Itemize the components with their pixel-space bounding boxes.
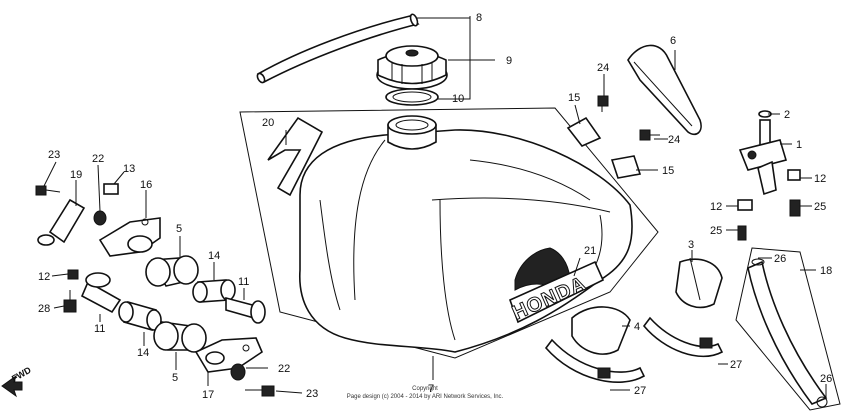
callout-20: 20 xyxy=(262,117,274,129)
callout-4: 4 xyxy=(634,321,640,333)
callout-7: 7 xyxy=(428,383,434,395)
callout-11-lower: 11 xyxy=(94,323,105,335)
callout-13: 13 xyxy=(123,163,135,175)
callout-labels: 8 9 10 6 24 15 2 1 24 15 12 12 25 25 20 … xyxy=(38,12,832,401)
callout-25-right: 25 xyxy=(814,201,826,213)
callout-12-valve-left: 12 xyxy=(710,201,722,213)
callout-5-lower: 5 xyxy=(172,372,178,384)
callout-16: 16 xyxy=(140,179,152,191)
callout-8: 8 xyxy=(476,12,482,24)
copyright-footer: Copyright Page design (c) 2004 - 2014 by… xyxy=(347,386,504,400)
callout-26-upper: 26 xyxy=(774,253,786,265)
callout-23-lower: 23 xyxy=(306,388,318,400)
fuel-cap xyxy=(376,45,448,90)
callout-6: 6 xyxy=(670,35,676,47)
callout-22-lower: 22 xyxy=(278,363,290,375)
tank-strap xyxy=(566,44,702,179)
callout-10: 10 xyxy=(452,93,464,105)
callout-12-valve-right: 12 xyxy=(814,173,826,185)
lower-bracket xyxy=(194,337,275,397)
callout-1: 1 xyxy=(796,139,802,151)
callout-15-upper: 15 xyxy=(568,92,580,104)
callout-24-upper: 24 xyxy=(597,62,609,74)
tank-emblem: HONDA xyxy=(509,247,605,325)
callout-26-lower: 26 xyxy=(820,373,832,385)
tank-decal xyxy=(267,116,324,197)
callout-21: 21 xyxy=(584,245,596,257)
hose-clamps xyxy=(544,257,724,383)
callout-15-lower: 15 xyxy=(662,165,674,177)
forward-indicator: FWD xyxy=(1,365,33,398)
cap-gasket xyxy=(385,88,439,106)
fuel-hose xyxy=(256,13,420,84)
leader-lines xyxy=(43,16,827,398)
callout-5-upper: 5 xyxy=(176,223,182,235)
callout-12-left: 12 xyxy=(38,271,50,283)
fuel-valve xyxy=(737,110,801,241)
callout-3: 3 xyxy=(688,239,694,251)
callout-11-upper: 11 xyxy=(238,276,249,288)
callout-17: 17 xyxy=(202,389,214,401)
callout-19: 19 xyxy=(70,169,82,181)
callout-14-upper: 14 xyxy=(208,250,220,262)
fwd-label: FWD xyxy=(10,365,33,384)
callout-28: 28 xyxy=(38,303,50,315)
callout-9: 9 xyxy=(506,55,512,67)
left-mount-hardware xyxy=(35,183,161,313)
callout-24-lower: 24 xyxy=(668,134,680,146)
copyright-line-2: Page design (c) 2004 - 2014 by ARI Netwo… xyxy=(347,394,504,400)
callout-18: 18 xyxy=(820,265,832,277)
callout-25-left: 25 xyxy=(710,225,722,237)
callout-14-lower: 14 xyxy=(137,347,149,359)
forward-arrow-icon xyxy=(1,374,23,398)
callout-23-upper: 23 xyxy=(48,149,60,161)
callout-22-upper: 22 xyxy=(92,153,104,165)
callout-27-lower: 27 xyxy=(634,385,646,397)
callout-2: 2 xyxy=(784,109,790,121)
callout-27-right: 27 xyxy=(730,359,742,371)
rubber-mounts xyxy=(80,255,266,353)
copyright-line-1: Copyright xyxy=(412,386,438,392)
